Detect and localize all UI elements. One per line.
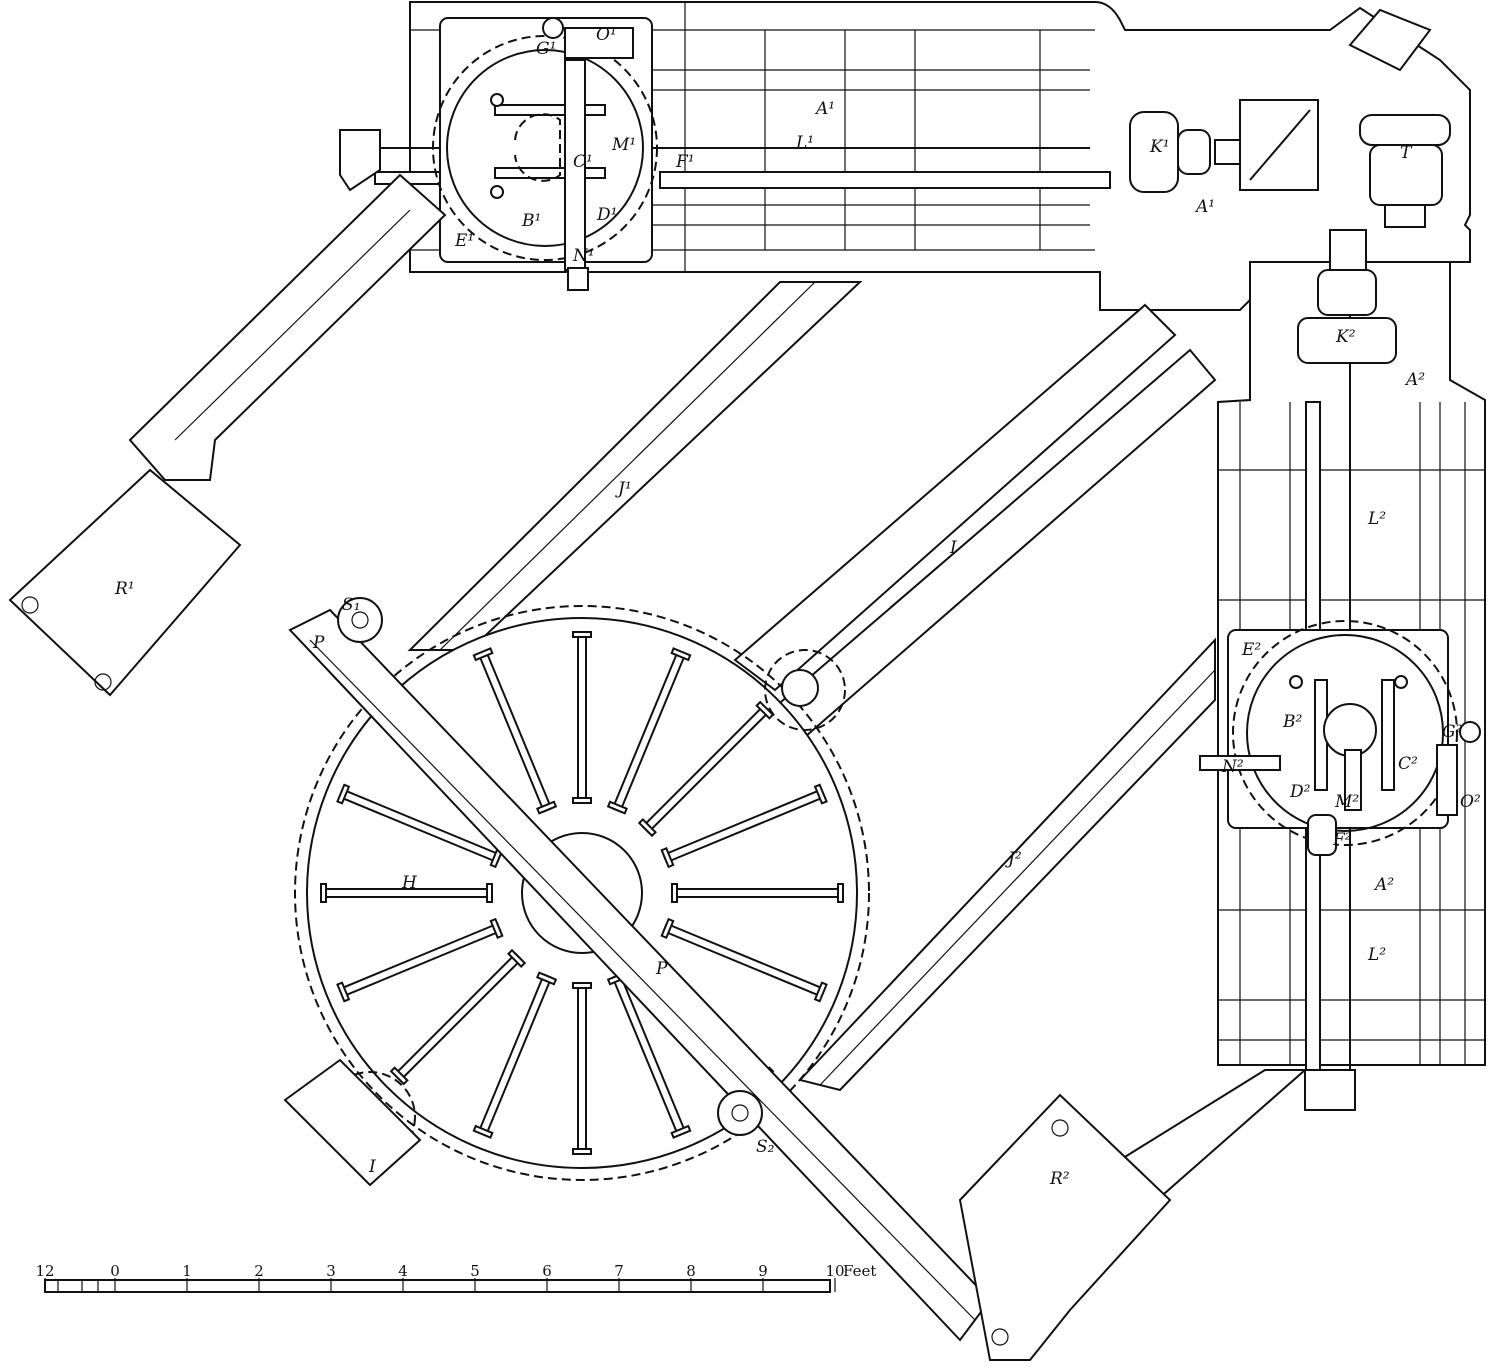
- label-l1: L¹: [795, 133, 814, 153]
- label-j2: J²: [1005, 849, 1022, 869]
- scale-tick-label: 12: [35, 1262, 54, 1280]
- label-m2: M²: [1334, 792, 1359, 812]
- label-l2-top: L²: [1367, 509, 1386, 529]
- diagonal-beam-p: [283, 597, 992, 1342]
- t-slot: [637, 700, 775, 838]
- scale-tick-label: 8: [686, 1262, 696, 1280]
- label-n1: N¹: [572, 246, 595, 266]
- label-e1: E¹: [454, 231, 474, 251]
- label-p-lower: P: [655, 959, 668, 979]
- scale-tick-label: 3: [326, 1262, 336, 1280]
- scale-tick-label: 5: [470, 1262, 480, 1280]
- reference-labels: A¹ L¹ K¹ T A¹ F¹ M¹ C¹ G¹ O¹ B¹ D¹ E¹ N¹…: [114, 25, 1481, 1189]
- handwheel-s2: [717, 1090, 763, 1136]
- t-slot: [472, 971, 558, 1139]
- label-b2: B²: [1282, 712, 1302, 732]
- t-slot: [572, 631, 592, 804]
- t-slot: [472, 647, 558, 815]
- label-g1: G¹: [536, 39, 556, 59]
- label-s2: S₂: [756, 1137, 775, 1157]
- label-k2: K²: [1335, 327, 1356, 347]
- t-slot: [606, 647, 692, 815]
- label-k1: K¹: [1149, 137, 1170, 157]
- saddle-e1: [432, 17, 658, 291]
- t-slot: [660, 783, 828, 869]
- label-m1: M¹: [611, 135, 636, 155]
- label-d2: D²: [1289, 782, 1311, 802]
- t-slot: [320, 883, 493, 903]
- label-a1: A¹: [814, 99, 835, 119]
- scale-bar-body: [44, 1279, 831, 1293]
- label-f1: F¹: [675, 152, 695, 172]
- scale-tick-label: 4: [398, 1262, 408, 1280]
- label-b1: B¹: [521, 211, 541, 231]
- saddle-e2: [1199, 620, 1481, 856]
- label-n2: N²: [1221, 757, 1244, 777]
- t-slot: [336, 917, 504, 1003]
- scale-tick-label: 10: [825, 1262, 844, 1280]
- label-i-bottom: I: [368, 1157, 376, 1177]
- label-e2: E²: [1241, 640, 1261, 660]
- label-a2-bottom: A²: [1373, 875, 1394, 895]
- scale-tick-label: 0: [110, 1262, 120, 1280]
- label-r2: R²: [1049, 1169, 1070, 1189]
- t-slot: [660, 917, 828, 1003]
- label-a2: A²: [1404, 370, 1425, 390]
- label-o1: O¹: [596, 25, 617, 45]
- label-j1: J¹: [615, 479, 632, 499]
- scale-tick-label: 6: [542, 1262, 552, 1280]
- t-slot: [572, 982, 592, 1155]
- handwheel-s1: [337, 597, 383, 643]
- label-r1: R¹: [114, 579, 135, 599]
- t-slot: [336, 783, 504, 869]
- label-d1: D¹: [596, 205, 617, 225]
- label-f2: F²: [1332, 830, 1352, 850]
- label-a1-right: A¹: [1194, 197, 1215, 217]
- t-slot: [389, 948, 527, 1086]
- frame-arms: [128, 173, 1308, 1217]
- scale-tick-label: 7: [614, 1262, 624, 1280]
- label-c2: C²: [1398, 754, 1418, 774]
- label-o2: O²: [1460, 792, 1481, 812]
- label-h: H: [401, 873, 418, 893]
- label-i-bar: I: [949, 538, 957, 558]
- scale-unit: Feet: [843, 1262, 876, 1280]
- block-r1: [8, 468, 242, 697]
- label-p-upper: P: [312, 633, 325, 653]
- label-t: T: [1400, 143, 1413, 163]
- label-l2-bottom: L²: [1367, 945, 1386, 965]
- scale-tick-label: 2: [254, 1262, 264, 1280]
- t-slot: [671, 883, 844, 903]
- scale-tick-label: 9: [758, 1262, 768, 1280]
- label-c1: C¹: [573, 152, 593, 172]
- label-s1: S₁: [342, 595, 360, 615]
- scale-tick-label: 1: [182, 1262, 192, 1280]
- label-g2: G²: [1442, 722, 1463, 742]
- block-r2: [958, 1093, 1172, 1361]
